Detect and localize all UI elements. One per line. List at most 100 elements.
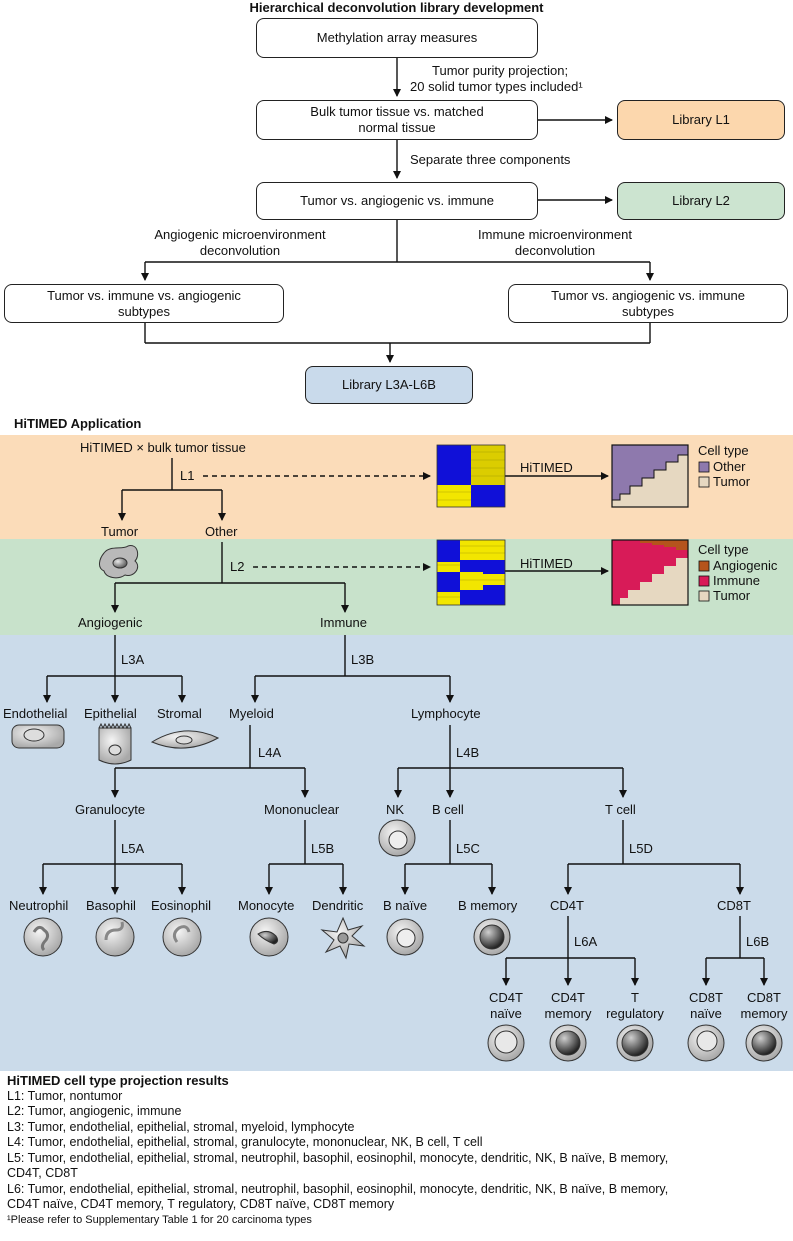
node-cd4t-memory: CD4T memory (538, 990, 598, 1022)
library-l1-box: Library L1 (617, 100, 785, 140)
hitimed-label-l1: HiTIMED (520, 460, 573, 475)
node-cd4t-naive-2: naïve (490, 1006, 522, 1021)
legend-swatch-immune (698, 575, 710, 587)
application-title: HiTIMED Application (14, 416, 142, 431)
legend-swatch-tumor-l1 (698, 476, 710, 488)
box-right-text-1: Tumor vs. angiogenic vs. immune (551, 287, 745, 303)
box-right-subtypes: Tumor vs. angiogenic vs. immune subtypes (508, 284, 788, 323)
node-cd8t-memory: CD8T memory (734, 990, 793, 1022)
level-l2: L2 (230, 559, 245, 574)
node-cd8t: CD8T (717, 898, 751, 913)
node-nk: NK (386, 802, 405, 817)
library-l2-box: Library L2 (617, 182, 785, 220)
legend-tumor-l2: Tumor (713, 588, 751, 603)
results-line-l6-cont: CD4T naïve, CD4T memory, T regulatory, C… (7, 1197, 395, 1211)
level-l3b: L3B (351, 652, 375, 667)
node-angiogenic: Angiogenic (78, 615, 143, 630)
level-l5b: L5B (311, 841, 335, 856)
legend-tumor-l1: Tumor (713, 474, 751, 489)
node-treg-2: regulatory (606, 1006, 664, 1021)
level-l5a: L5A (121, 841, 145, 856)
legend-swatch-other (698, 461, 710, 473)
box-bulk-text-1: Bulk tumor tissue vs. matched (310, 104, 484, 119)
node-monocyte: Monocyte (238, 898, 295, 913)
results-line-l4: L4: Tumor, endothelial, epithelial, stro… (7, 1135, 483, 1149)
library-l2-text: Library L2 (672, 193, 730, 208)
node-cd4t-memory-2: memory (544, 1006, 592, 1021)
legend-title-l1: Cell type (698, 443, 749, 458)
library-l3-text: Library L3A-L6B (342, 377, 436, 392)
legend-immune: Immune (713, 573, 760, 588)
level-l5d: L5D (629, 841, 653, 856)
flowchart-title: Hierarchical deconvolution library devel… (249, 0, 544, 15)
level-l1: L1 (180, 468, 195, 483)
box-bulk-tissue: Bulk tumor tissue vs. matched normal tis… (256, 100, 538, 140)
node-granulocyte: Granulocyte (75, 802, 146, 817)
note-angio-1: Angiogenic microenvironment (154, 227, 326, 242)
node-neutrophil: Neutrophil (9, 898, 69, 913)
level-l6b: L6B (746, 934, 770, 949)
node-t-regulatory: T regulatory (600, 990, 670, 1022)
level-l3a: L3A (121, 652, 145, 667)
node-cd4t-memory-1: CD4T (551, 990, 585, 1005)
legend-angiogenic: Angiogenic (713, 558, 778, 573)
node-mononuclear: Mononuclear (264, 802, 340, 817)
results-section: HiTIMED cell type projection results L1:… (7, 1073, 792, 1228)
results-line-l2: L2: Tumor, angiogenic, immune (7, 1104, 182, 1118)
node-dendritic: Dendritic (312, 898, 364, 913)
legend-other: Other (713, 459, 746, 474)
results-line-l5-cont: CD4T, CD8T (7, 1166, 78, 1180)
node-epithelial: Epithelial (84, 706, 137, 721)
node-b-memory: B memory (458, 898, 518, 913)
node-t-cell: T cell (605, 802, 636, 817)
node-cd8t-naive: CD8T naïve (676, 990, 736, 1022)
note-projection-2: 20 solid tumor types included¹ (410, 79, 583, 94)
box-bulk-text-2: normal tissue (358, 120, 436, 135)
stacked-area-l2 (611, 539, 689, 606)
legend-title-l2: Cell type (698, 542, 749, 557)
node-cd8t-naive-1: CD8T (689, 990, 723, 1005)
node-immune: Immune (320, 615, 367, 630)
box-tumor-angio-immune: Tumor vs. angiogenic vs. immune (256, 182, 538, 220)
node-lymphocyte: Lymphocyte (411, 706, 481, 721)
results-line-l3: L3: Tumor, endothelial, epithelial, stro… (7, 1119, 355, 1134)
level-l4a: L4A (258, 745, 282, 760)
node-b-naive: B naïve (383, 898, 428, 913)
node-myeloid: Myeloid (229, 706, 274, 721)
box-right-text-2: subtypes (621, 303, 675, 319)
library-l1-text: Library L1 (672, 112, 730, 127)
level-l5c: L5C (456, 841, 480, 856)
results-line-l5: L5: Tumor, endothelial, epithelial, stro… (7, 1150, 669, 1165)
node-cd4t-naive: CD4T naïve (476, 990, 536, 1022)
node-other: Other (205, 524, 238, 539)
node-cd4t-naive-1: CD4T (489, 990, 523, 1005)
box-left-text-1: Tumor vs. immune vs. angiogenic (47, 287, 241, 303)
note-separate: Separate three components (410, 152, 571, 167)
node-stromal: Stromal (157, 706, 202, 721)
note-immune-deconv: Immune microenvironment deconvolution (455, 227, 655, 259)
note-immune-1: Immune microenvironment (478, 227, 632, 242)
box-tav-text: Tumor vs. angiogenic vs. immune (300, 193, 494, 208)
heatmap-l2 (436, 539, 506, 606)
level-l6a: L6A (574, 934, 598, 949)
note-projection-1: Tumor purity projection; (432, 63, 569, 78)
box-methylation: Methylation array measures (256, 18, 538, 58)
stacked-area-l1 (611, 444, 689, 508)
node-cd4t: CD4T (550, 898, 584, 913)
box-left-subtypes: Tumor vs. immune vs. angiogenic subtypes (4, 284, 284, 323)
note-immune-2: deconvolution (514, 243, 596, 258)
node-basophil: Basophil (86, 898, 136, 913)
node-cd8t-naive-2: naïve (690, 1006, 722, 1021)
node-tumor: Tumor (101, 524, 139, 539)
library-l3-box: Library L3A-L6B (305, 366, 473, 404)
results-title: HiTIMED cell type projection results (7, 1073, 229, 1088)
hitimed-label-l2: HiTIMED (520, 556, 573, 571)
legend-swatch-tumor-l2 (698, 590, 710, 602)
node-b-cell: B cell (432, 802, 464, 817)
heatmap-l1 (436, 444, 506, 508)
box-methylation-text: Methylation array measures (316, 30, 478, 45)
root-node: HiTIMED × bulk tumor tissue (80, 440, 246, 455)
note-angio-2: deconvolution (199, 243, 281, 258)
